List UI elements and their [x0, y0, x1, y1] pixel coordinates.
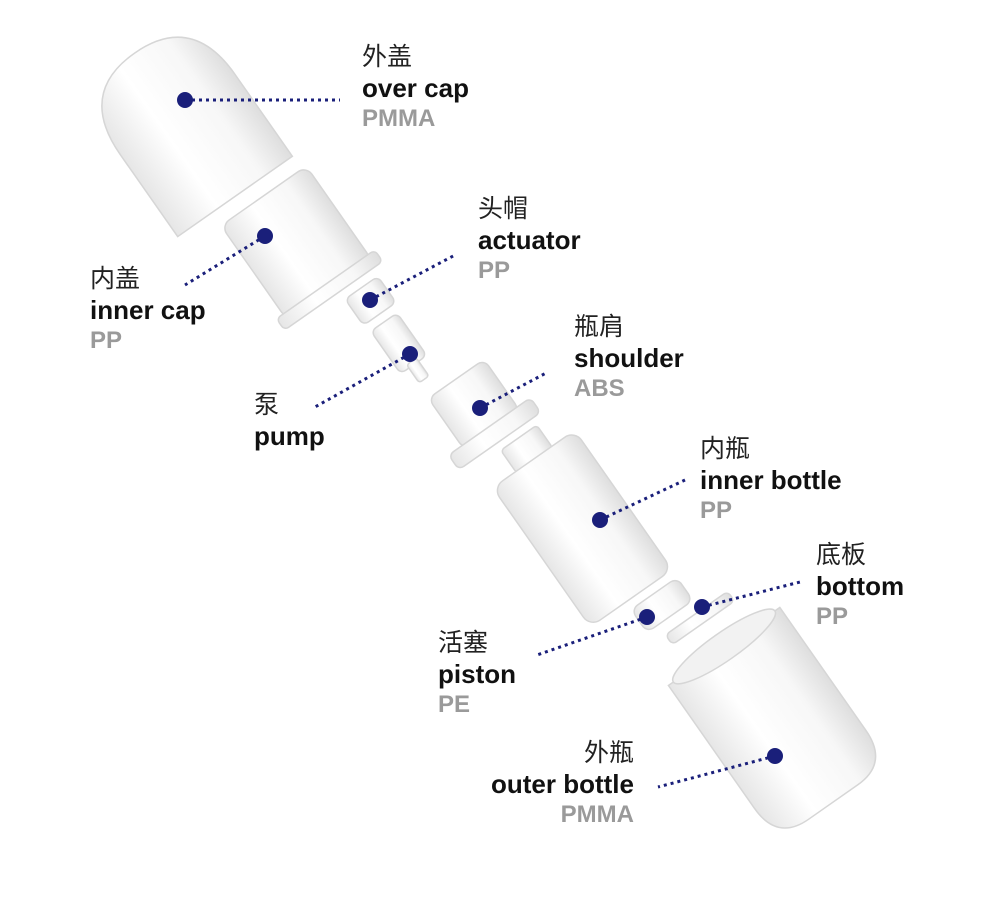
leader-actuator [369, 253, 456, 302]
label-material: PMMA [560, 801, 634, 828]
over-cap-shape [101, 36, 294, 238]
marker-piston [639, 609, 655, 625]
label-en: over cap [362, 73, 469, 103]
label-material: PP [478, 257, 511, 284]
label-pump: 泵 pump [254, 392, 325, 455]
label-actuator: 头帽 actuator PP [478, 196, 581, 283]
leader-piston [536, 615, 648, 657]
label-material: ABS [574, 375, 625, 402]
label-cn: 内瓶 [700, 434, 751, 463]
label-cn: 活塞 [438, 628, 489, 657]
marker-inner-bottle [592, 512, 608, 528]
bottom-shape [666, 592, 734, 644]
label-en: actuator [478, 225, 581, 255]
marker-outer-bottle [767, 748, 783, 764]
marker-bottom [694, 599, 710, 615]
label-en: piston [438, 659, 516, 689]
leader-inner-cap [184, 234, 266, 287]
label-en: inner cap [90, 295, 206, 325]
label-material: PE [438, 691, 471, 718]
label-en: pump [254, 421, 325, 451]
leader-outer-bottle [657, 754, 776, 789]
label-material: PP [90, 327, 123, 354]
marker-inner-cap [257, 228, 273, 244]
label-cn: 外盖 [362, 42, 413, 71]
label-cn: 瓶肩 [574, 312, 625, 341]
label-piston: 活塞 piston PE [438, 630, 516, 717]
marker-shoulder [472, 400, 488, 416]
leader-bottom [701, 580, 801, 609]
inner-cap-shape [224, 169, 382, 329]
label-en: shoulder [574, 343, 684, 373]
label-cn: 头帽 [478, 194, 529, 223]
label-cn: 内盖 [90, 264, 141, 293]
component-shapes [101, 36, 877, 829]
label-material: PP [816, 603, 849, 630]
markers [177, 92, 783, 764]
label-en: bottom [816, 571, 905, 601]
leader-lines [184, 98, 801, 789]
leader-inner-bottle [599, 478, 686, 522]
leader-shoulder [479, 370, 549, 410]
label-shoulder: 瓶肩 shoulder ABS [574, 314, 684, 401]
label-inner-bottle: 内瓶 inner bottle PP [700, 436, 842, 523]
marker-actuator [362, 292, 378, 308]
label-cn: 外瓶 [583, 738, 634, 767]
label-material: PP [700, 497, 733, 524]
label-inner-cap: 内盖 inner cap PP [90, 266, 206, 353]
label-cn: 泵 [254, 390, 280, 419]
label-cn: 底板 [816, 540, 867, 569]
label-over-cap: 外盖 over cap PMMA [362, 44, 469, 131]
label-en: inner bottle [700, 465, 842, 495]
label-material: PMMA [362, 105, 436, 132]
label-bottom: 底板 bottom PP [816, 542, 904, 629]
label-outer-bottle: 外瓶 outer bottle PMMA [491, 740, 634, 827]
marker-pump [402, 346, 418, 362]
outer-bottle-shape [667, 606, 877, 829]
label-en: outer bottle [491, 769, 634, 799]
marker-over-cap [177, 92, 193, 108]
inner-bottle-shape [496, 425, 669, 623]
leader-pump [314, 352, 411, 409]
